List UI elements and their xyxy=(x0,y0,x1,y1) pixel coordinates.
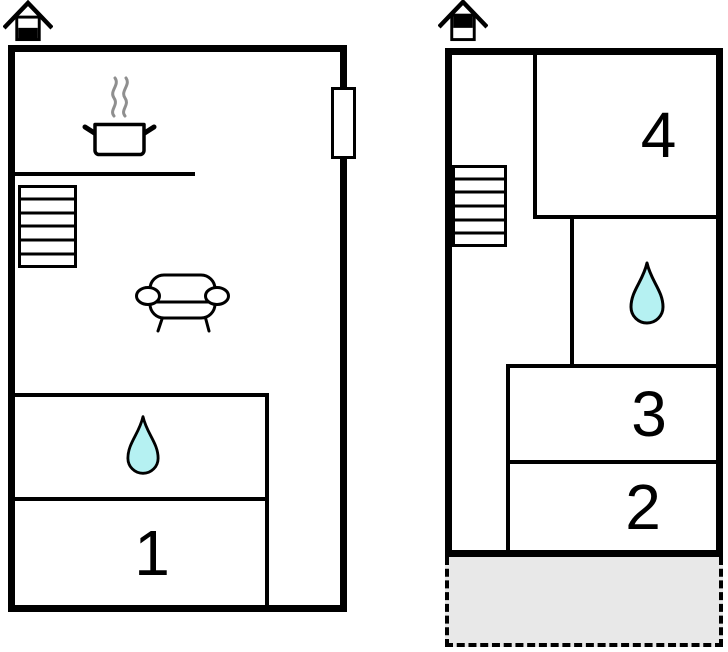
stairs-icon xyxy=(452,165,507,247)
chimney-icon xyxy=(438,0,488,42)
room-label-2: 2 xyxy=(625,471,661,543)
room3-top-wall xyxy=(506,364,716,368)
stairs-icon xyxy=(18,185,77,268)
rooms-right-wall xyxy=(265,393,269,612)
room3-room2-divider xyxy=(506,460,716,464)
room-label-1: 1 xyxy=(134,517,170,589)
right-plan-outer-wall xyxy=(445,48,723,557)
terrace-area xyxy=(445,557,723,647)
stove-pot-icon xyxy=(82,76,157,157)
rooms-left-wall xyxy=(506,364,510,550)
window xyxy=(331,87,356,159)
kitchen-counter xyxy=(13,172,195,176)
chimney-icon xyxy=(3,0,53,42)
bathroom-left-wall xyxy=(570,219,574,366)
water-drop-icon xyxy=(126,415,160,475)
sofa-icon xyxy=(135,273,230,333)
room4-bottom-wall xyxy=(533,215,716,219)
room-label-4: 4 xyxy=(640,99,677,171)
room-label-3: 3 xyxy=(631,378,667,450)
bathroom-room1-divider xyxy=(8,497,269,501)
water-drop-icon xyxy=(629,261,665,325)
left-plan-outer-wall xyxy=(8,45,347,612)
room4-left-wall xyxy=(533,55,537,219)
bathroom-top-wall xyxy=(8,393,269,397)
